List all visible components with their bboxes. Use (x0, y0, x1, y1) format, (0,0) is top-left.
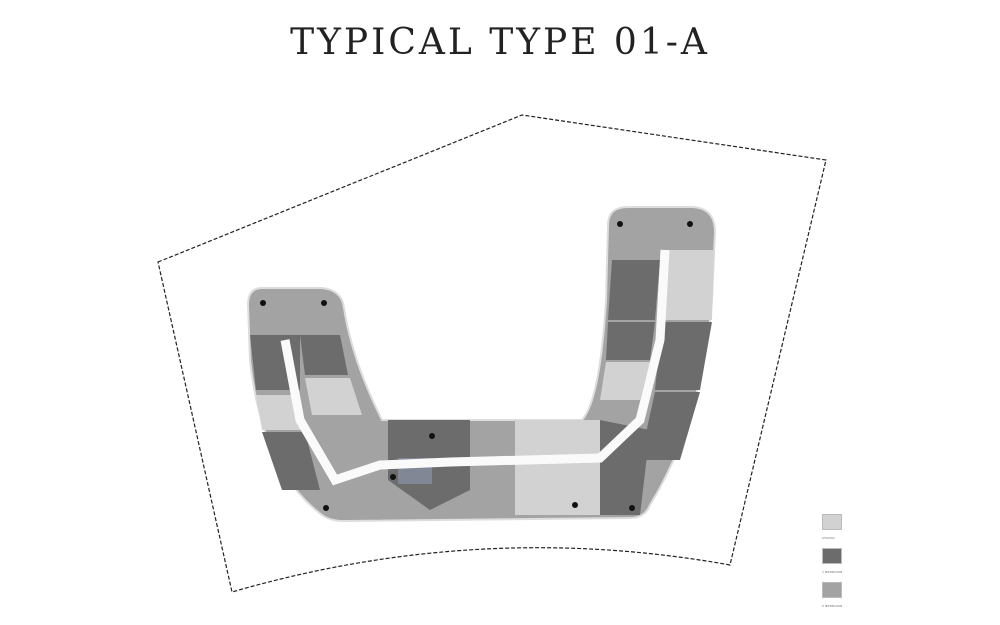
legend-label: 1 BEDROOM (822, 570, 843, 574)
legend-label: 2 BEDROOM (822, 604, 843, 608)
legend-swatch (822, 514, 842, 530)
legend-item-studio: STUDIO (822, 514, 862, 540)
legend: STUDIO 1 BEDROOM 2 BEDROOM (822, 514, 862, 616)
legend-item-2-bedroom: 2 BEDROOM (822, 582, 862, 608)
plan-title: TYPICAL TYPE 01-A (290, 22, 710, 63)
site-boundary (157, 114, 827, 593)
legend-swatch (822, 548, 842, 564)
legend-item-1-bedroom: 1 BEDROOM (822, 548, 862, 574)
structural-columns (260, 221, 693, 511)
legend-swatch (822, 582, 842, 598)
corridor (280, 249, 670, 486)
legend-label: STUDIO (822, 536, 835, 540)
